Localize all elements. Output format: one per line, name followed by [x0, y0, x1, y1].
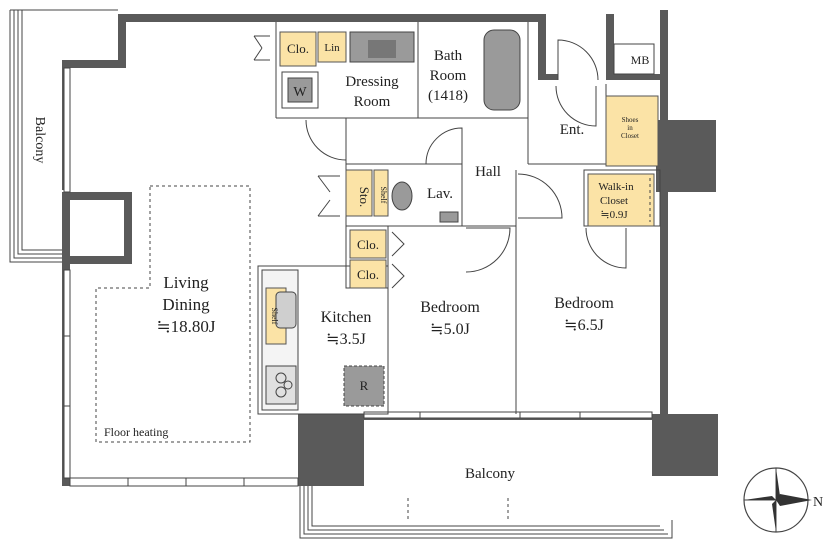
bedroom2-name: Bedroom [554, 295, 614, 312]
bedroom1-area: ≒5.0J [430, 321, 470, 338]
meter-box [613, 43, 655, 75]
cooktop [265, 365, 297, 405]
balcony-bottom-label: Balcony [465, 466, 515, 482]
shelf-lav [373, 169, 389, 217]
walkin-name2: Closet [600, 195, 628, 207]
closet-dressing-label: Clo. [287, 41, 309, 56]
closet-upper [349, 229, 387, 259]
text-labels: Balcony Living Dining ≒18.80J Floor heat… [32, 41, 823, 510]
entrance-area [555, 85, 659, 167]
lav-label: Lav. [427, 186, 453, 202]
bedroom-closets [349, 229, 405, 289]
storage-closet [345, 169, 373, 217]
living-name2: Dining [162, 295, 210, 314]
lav-area [317, 127, 463, 223]
walkin-name1: Walk-in [598, 181, 634, 193]
storage-label: Sto. [357, 187, 372, 208]
dressing-name1: Dressing [345, 74, 399, 90]
sink [275, 291, 297, 329]
windows [63, 67, 653, 487]
dressing-name2: Room [354, 94, 391, 110]
compass-icon [743, 467, 812, 533]
closet-lower [349, 259, 387, 289]
linen-closet [317, 31, 347, 63]
dressing-area [253, 29, 655, 161]
kitchen-fixtures [261, 269, 385, 411]
kitchen-shelf-label: Shelf [270, 308, 279, 325]
bath-name2: Room [430, 68, 467, 84]
balcony-left-label: Balcony [32, 117, 47, 164]
refrigerator [343, 365, 385, 407]
hall-label: Hall [475, 164, 501, 180]
closet-lower-label: Clo. [357, 267, 379, 282]
floor-heating-label: Floor heating [104, 425, 168, 439]
lav-shelf-label: Shelf [379, 187, 388, 204]
bath-size: (1418) [428, 88, 468, 104]
bedroom-doors [465, 173, 627, 273]
balcony-left [9, 9, 118, 263]
refrigerator-label: R [360, 378, 369, 393]
compass-north-label: N [813, 495, 823, 510]
walkin-area: ≒0.9J [600, 209, 628, 221]
shoe-closet [605, 95, 659, 167]
closet-upper-label: Clo. [357, 237, 379, 252]
mb-label: MB [631, 53, 650, 67]
balcony-bottom [299, 484, 673, 539]
bedroom1-name: Bedroom [420, 299, 480, 316]
living-area: ≒18.80J [156, 317, 215, 336]
walkin-closet [587, 173, 655, 227]
bathtub [483, 29, 521, 111]
toilet [391, 181, 413, 211]
washer-label: W [293, 85, 307, 100]
bedroom2-area: ≒6.5J [564, 317, 604, 334]
kitchen-name: Kitchen [321, 309, 372, 326]
closet-dressing [279, 31, 317, 67]
kitchen-area: ≒3.5J [326, 331, 366, 348]
shoes-label-1: Shoes [622, 116, 639, 124]
shoes-label-3: Closet [621, 132, 639, 140]
linen-label: Lin [324, 42, 340, 54]
entrance-label: Ent. [560, 122, 585, 138]
floor-heating-area [95, 185, 251, 443]
shoes-label-2: in [627, 124, 633, 132]
bath-name1: Bath [434, 48, 463, 64]
living-name1: Living [163, 273, 209, 292]
